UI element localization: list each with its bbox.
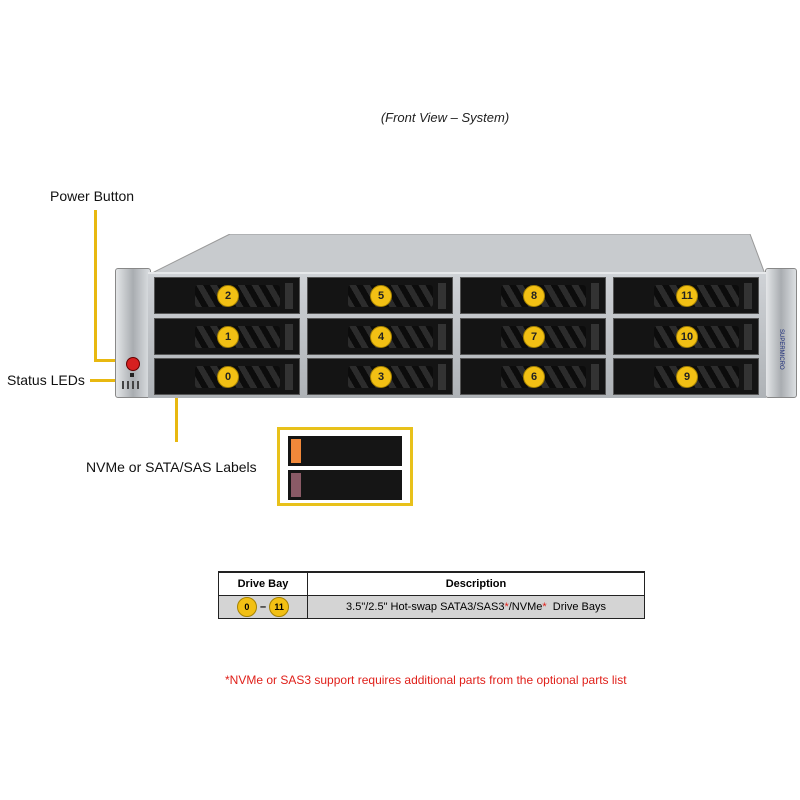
header-drive-bay: Drive Bay — [218, 571, 308, 596]
bay-number-badge: 7 — [523, 326, 545, 348]
status-led — [130, 373, 134, 377]
bay-number-badge: 9 — [676, 366, 698, 388]
footnote: *NVMe or SAS3 support requires additiona… — [225, 673, 627, 687]
drive-latch[interactable] — [744, 283, 752, 309]
drive-bay-7[interactable]: 7 — [460, 318, 606, 355]
chassis-top — [150, 234, 765, 274]
sata-sas-label-tray — [288, 470, 402, 500]
drive-latch[interactable] — [591, 324, 599, 350]
desc-text: /NVMe — [508, 601, 543, 613]
left-rack-ear — [115, 268, 151, 398]
table-row: 0 – 11 3.5"/2.5" Hot-swap SATA3/SAS3*/NV… — [218, 595, 645, 619]
brand-label: SUPERMICRO — [778, 329, 784, 370]
drive-latch[interactable] — [744, 324, 752, 350]
status-leds-callout: Status LEDs — [7, 372, 85, 388]
bay-number-badge: 11 — [676, 285, 698, 307]
drive-bay-range: 0 – 11 — [218, 595, 308, 619]
bay-badge-11: 11 — [269, 597, 290, 617]
drive-bay-1[interactable]: 1 — [154, 318, 300, 355]
bay-number-badge: 0 — [217, 366, 239, 388]
range-dash: – — [259, 600, 267, 613]
asterisk: * — [542, 601, 547, 613]
drive-latch[interactable] — [285, 324, 293, 350]
drive-bay-11[interactable]: 11 — [613, 277, 759, 314]
sata-sas-label — [291, 473, 301, 497]
drive-bay-2[interactable]: 2 — [154, 277, 300, 314]
drive-latch[interactable] — [285, 283, 293, 309]
power-button-callout: Power Button — [50, 188, 135, 204]
desc-text: Drive Bays — [546, 601, 606, 613]
desc-text: 3.5"/2.5" Hot-swap SATA3/SAS3 — [346, 601, 505, 613]
drive-bay-4[interactable]: 4 — [307, 318, 453, 355]
labels-callout: NVMe or SATA/SAS Labels — [86, 459, 257, 475]
drive-latch[interactable] — [438, 283, 446, 309]
bay-number-badge: 6 — [523, 366, 545, 388]
power-button[interactable] — [126, 357, 140, 371]
right-rack-ear: SUPERMICRO — [765, 268, 797, 398]
drive-bay-9[interactable]: 9 — [613, 358, 759, 395]
drive-bay-10[interactable]: 10 — [613, 318, 759, 355]
bay-number-badge: 2 — [217, 285, 239, 307]
bay-number-badge: 1 — [217, 326, 239, 348]
nvme-label-tray — [288, 436, 402, 466]
drive-latch[interactable] — [438, 324, 446, 350]
bay-number-badge: 3 — [370, 366, 392, 388]
drive-bay-8[interactable]: 8 — [460, 277, 606, 314]
bay-number-badge: 5 — [370, 285, 392, 307]
drive-bay-5[interactable]: 5 — [307, 277, 453, 314]
drive-latch[interactable] — [285, 364, 293, 390]
bay-number-badge: 10 — [676, 326, 698, 348]
drive-bay-0[interactable]: 0 — [154, 358, 300, 395]
nvme-label — [291, 439, 301, 463]
power-leader-line — [94, 210, 97, 362]
status-leader-line — [90, 379, 122, 382]
description-cell: 3.5"/2.5" Hot-swap SATA3/SAS3*/NVMe* Dri… — [307, 595, 645, 619]
bay-badge-0: 0 — [236, 597, 257, 617]
asterisk: * — [504, 601, 509, 613]
status-leds — [122, 381, 142, 389]
drive-label-legend — [277, 427, 413, 506]
drive-latch[interactable] — [438, 364, 446, 390]
drive-latch[interactable] — [591, 283, 599, 309]
labels-leader-line — [175, 378, 178, 442]
figure-caption: (Front View – System) — [380, 110, 510, 125]
bay-number-badge: 8 — [523, 285, 545, 307]
power-leader-line-h — [94, 359, 126, 362]
drive-latch[interactable] — [744, 364, 752, 390]
bay-number-badge: 4 — [370, 326, 392, 348]
drive-latch[interactable] — [591, 364, 599, 390]
header-description: Description — [307, 571, 645, 596]
drive-bay-3[interactable]: 3 — [307, 358, 453, 395]
drive-bay-6[interactable]: 6 — [460, 358, 606, 395]
